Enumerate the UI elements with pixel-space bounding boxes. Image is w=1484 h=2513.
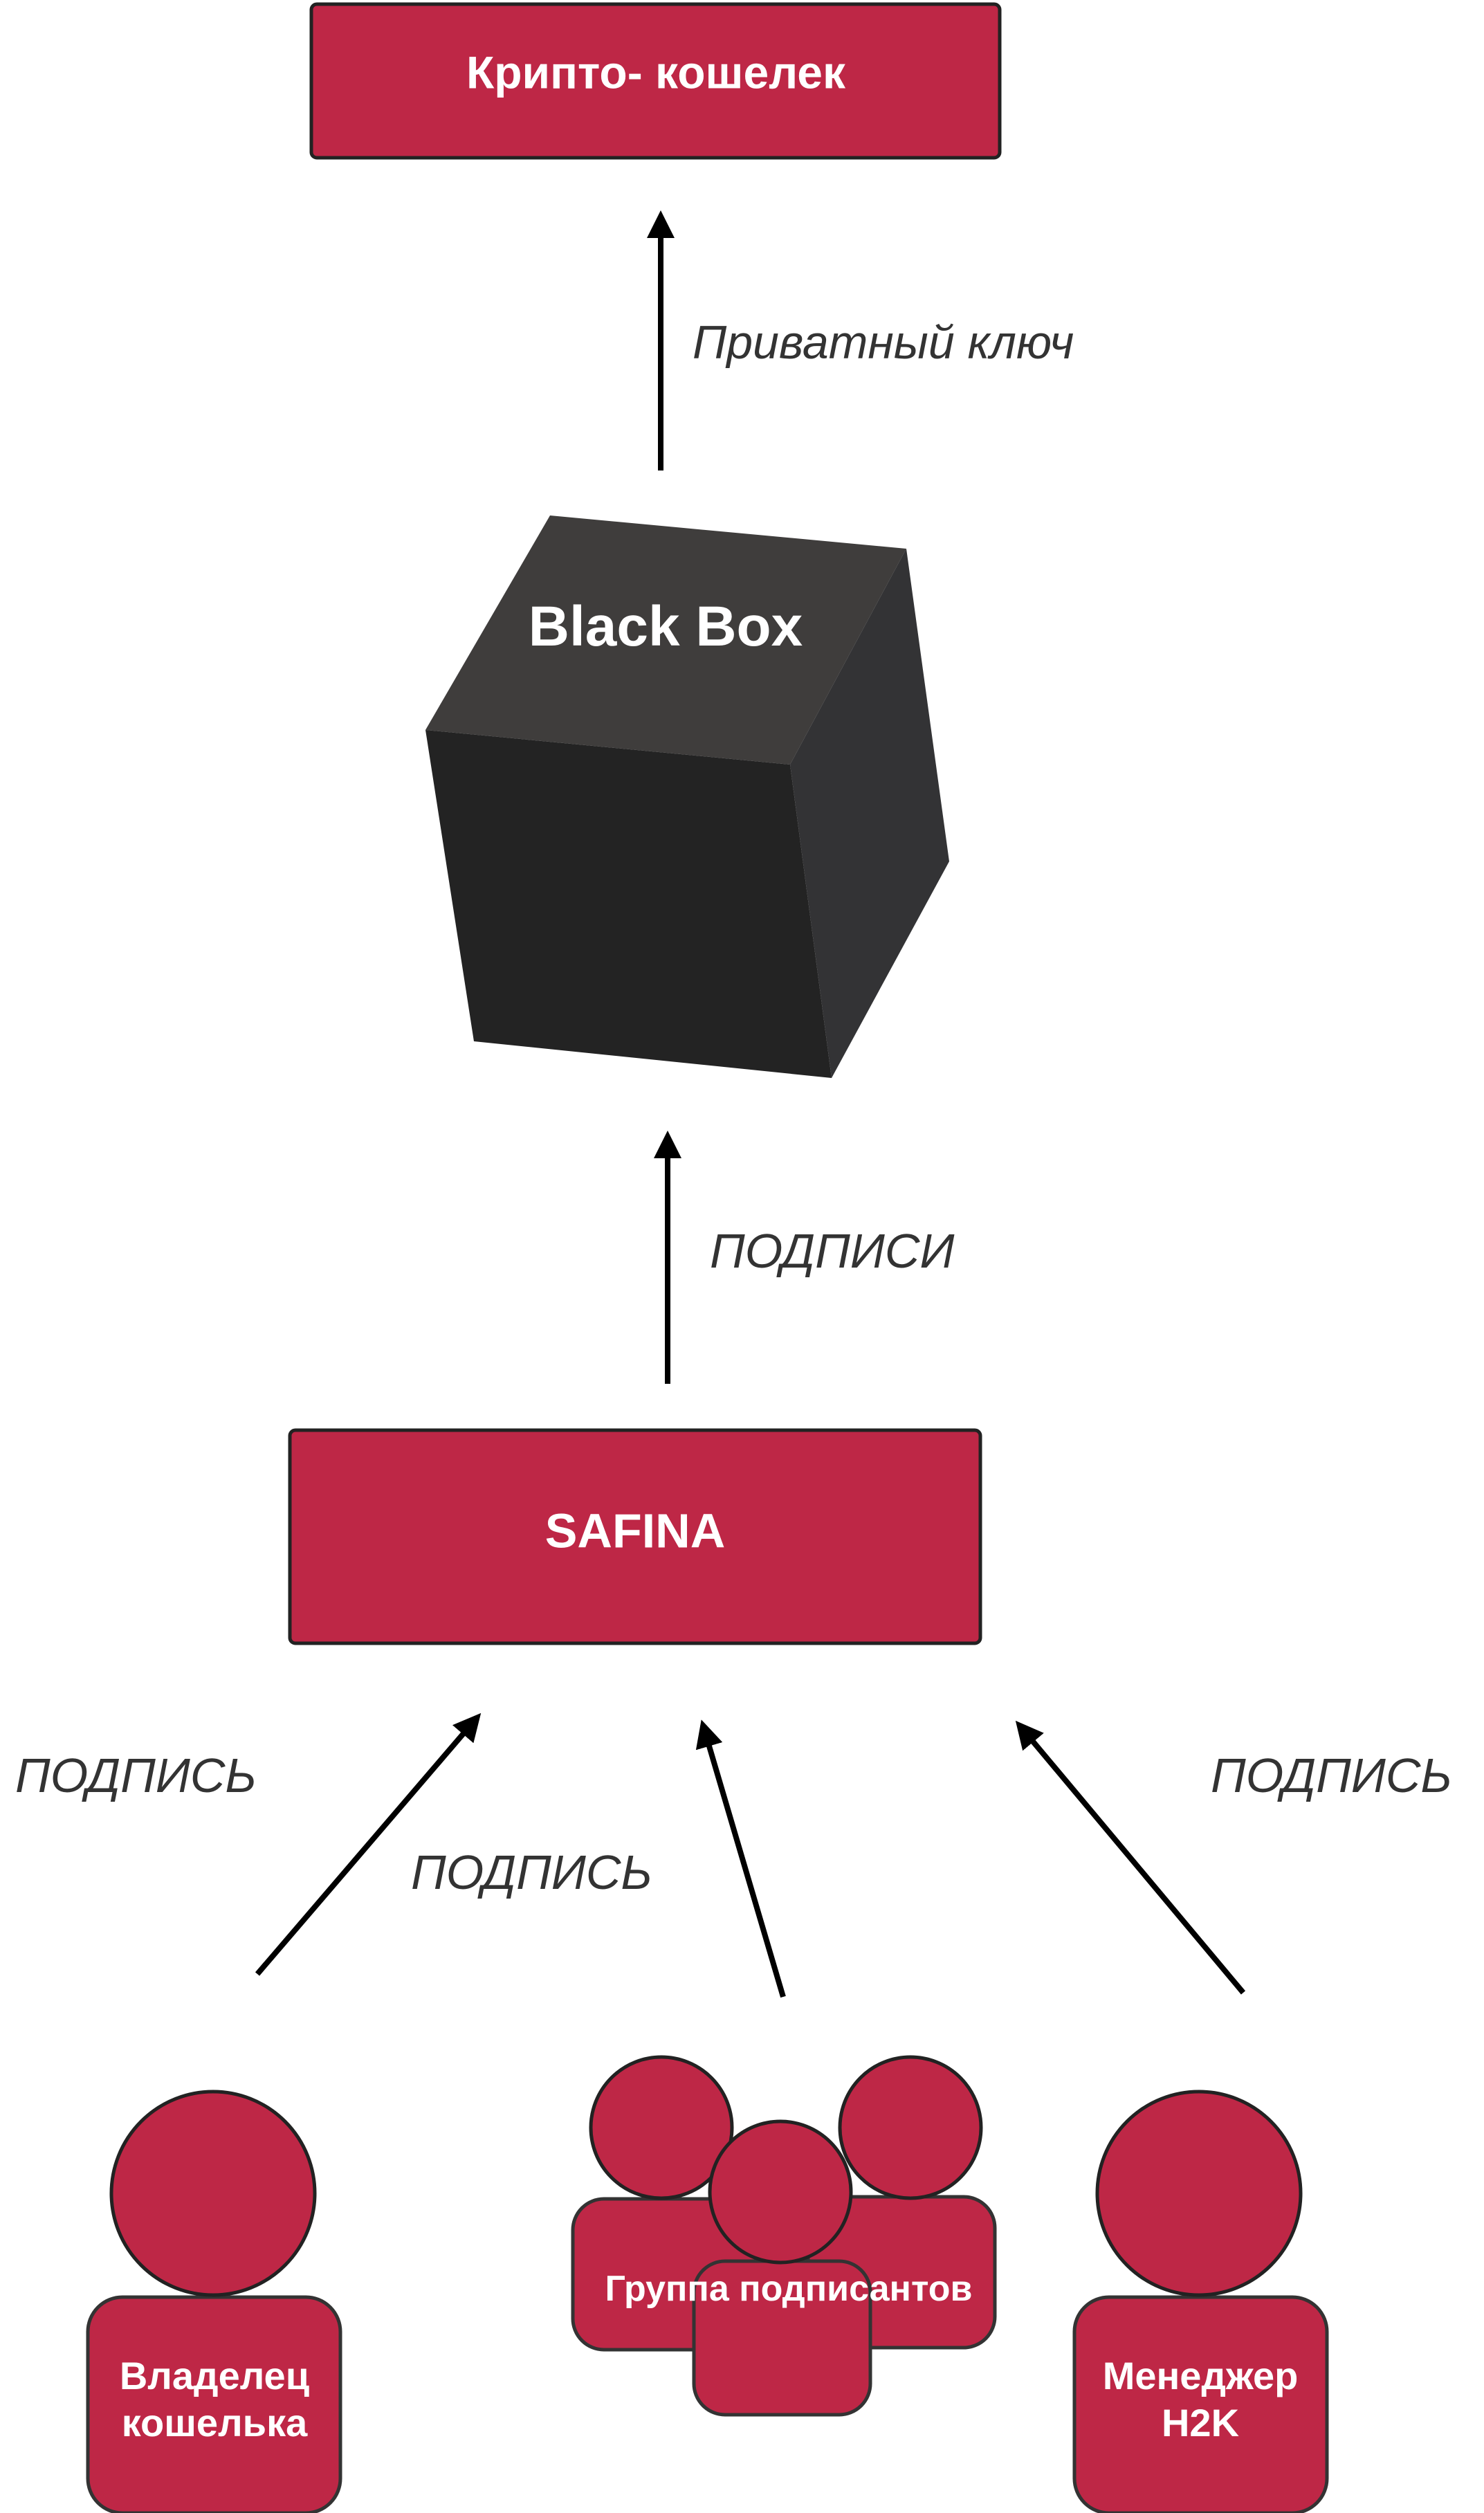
- owner-body: [86, 2295, 342, 2513]
- black-box-label: Black Box: [529, 595, 803, 658]
- cube-top-face: [425, 515, 906, 765]
- crypto-wallet-node[interactable]: Крипто- кошелек: [309, 2, 1002, 160]
- group-right-head: [838, 2055, 983, 2200]
- cube-front-face: [425, 730, 832, 1078]
- private-key-label: Приватный ключ: [693, 316, 1074, 369]
- group-left-head: [589, 2055, 734, 2200]
- owner-label-line1: Владелец: [120, 2354, 309, 2397]
- signatures-label: ПОДПИСИ: [710, 1224, 955, 1278]
- cube-side-face: [790, 549, 949, 1078]
- manager-signature-arrow: [1015, 1720, 1246, 1995]
- black-box-cube[interactable]: Black Box: [425, 515, 949, 1078]
- signer-group-person[interactable]: Группа подписантов: [571, 2055, 997, 2417]
- owner-signature-arrow: [255, 1712, 482, 1976]
- manager-signature-label: ПОДПИСЬ: [1211, 1748, 1452, 1802]
- manager-h2k-person[interactable]: Менеджер H2K: [1072, 2090, 1329, 2513]
- group-label: Группа подписантов: [605, 2269, 973, 2309]
- owner-label-line2: кошелька: [122, 2401, 308, 2445]
- owner-signature-label: ПОДПИСЬ: [15, 1748, 257, 1802]
- group-signature-arrow: [695, 1719, 786, 1998]
- group-signature-label: ПОДПИСЬ: [411, 1845, 652, 1899]
- owner-head: [109, 2090, 317, 2297]
- manager-body: [1072, 2295, 1329, 2513]
- safina-label: SAFINA: [545, 1504, 726, 1557]
- safina-node[interactable]: SAFINA: [288, 1428, 982, 1645]
- crypto-wallet-label: Крипто- кошелек: [466, 46, 846, 98]
- wallet-owner-person[interactable]: Владелец кошелька: [86, 2090, 342, 2513]
- group-middle-head: [708, 2119, 853, 2265]
- manager-label-line1: Менеджер: [1103, 2354, 1299, 2397]
- manager-head: [1095, 2090, 1303, 2297]
- manager-label-line2: H2K: [1162, 2401, 1239, 2445]
